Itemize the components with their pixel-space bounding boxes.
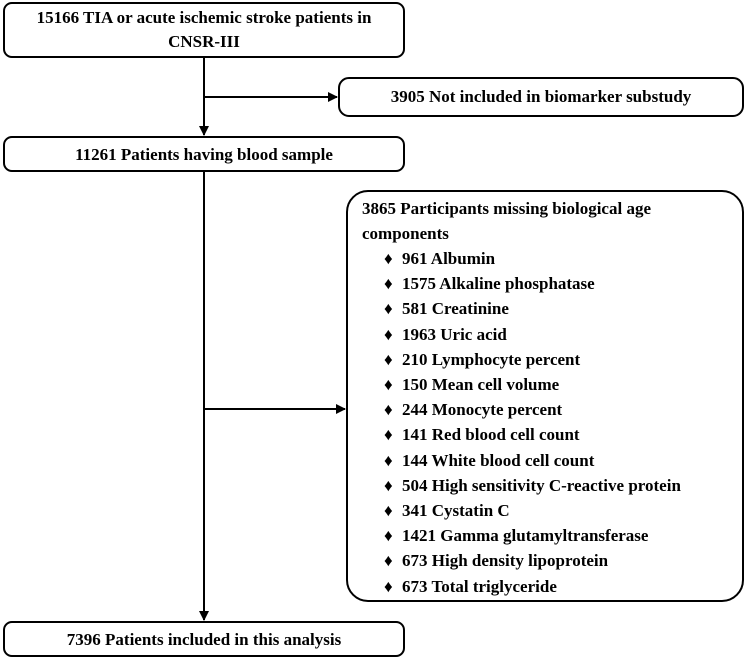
diamond-bullet-icon: ♦ <box>384 576 393 596</box>
list-item: ♦210 Lymphocyte percent <box>384 347 734 372</box>
start-population-text: 15166 TIA or acute ischemic stroke patie… <box>36 8 372 51</box>
diamond-bullet-icon: ♦ <box>384 501 393 521</box>
missing-components-box: 3865 Participants missing biological age… <box>346 190 744 602</box>
list-item: ♦673 High density lipoprotein <box>384 548 734 573</box>
diamond-bullet-icon: ♦ <box>384 375 393 395</box>
final-analysis-box: 7396 Patients included in this analysis <box>3 621 405 657</box>
list-item: ♦141 Red blood cell count <box>384 422 734 447</box>
list-item: ♦1421 Gamma glutamyltransferase <box>384 523 734 548</box>
diamond-bullet-icon: ♦ <box>384 324 393 344</box>
list-item: ♦1963 Uric acid <box>384 322 734 347</box>
diamond-bullet-icon: ♦ <box>384 299 393 319</box>
list-item: ♦504 High sensitivity C-reactive protein <box>384 473 734 498</box>
diamond-bullet-icon: ♦ <box>384 400 393 420</box>
start-population-box: 15166 TIA or acute ischemic stroke patie… <box>3 2 405 58</box>
diamond-bullet-icon: ♦ <box>384 249 393 268</box>
excluded-substudy-text: 3905 Not included in biomarker substudy <box>390 87 692 106</box>
blood-sample-box: 11261 Patients having blood sample <box>3 136 405 172</box>
diamond-bullet-icon: ♦ <box>384 450 393 470</box>
diamond-bullet-icon: ♦ <box>384 475 393 495</box>
list-item: ♦961 Albumin <box>384 246 734 271</box>
list-item: ♦673 Total triglyceride <box>384 574 734 599</box>
list-item: ♦144 White blood cell count <box>384 448 734 473</box>
diamond-bullet-icon: ♦ <box>384 349 393 369</box>
list-item: ♦1575 Alkaline phosphatase <box>384 271 734 296</box>
list-item: ♦150 Mean cell volume <box>384 372 734 397</box>
excluded-substudy-box: 3905 Not included in biomarker substudy <box>338 77 744 117</box>
blood-sample-text: 11261 Patients having blood sample <box>75 145 333 164</box>
final-analysis-text: 7396 Patients included in this analysis <box>66 630 342 649</box>
diamond-bullet-icon: ♦ <box>384 526 393 546</box>
missing-components-title: 3865 Participants missing biological age… <box>362 199 651 243</box>
diamond-bullet-icon: ♦ <box>384 551 393 571</box>
missing-components-list: ♦961 Albumin ♦1575 Alkaline phosphatase … <box>362 246 734 599</box>
diamond-bullet-icon: ♦ <box>384 425 393 445</box>
list-item: ♦341 Cystatin C <box>384 498 734 523</box>
diamond-bullet-icon: ♦ <box>384 274 393 294</box>
list-item: ♦244 Monocyte percent <box>384 397 734 422</box>
list-item: ♦581 Creatinine <box>384 296 734 321</box>
